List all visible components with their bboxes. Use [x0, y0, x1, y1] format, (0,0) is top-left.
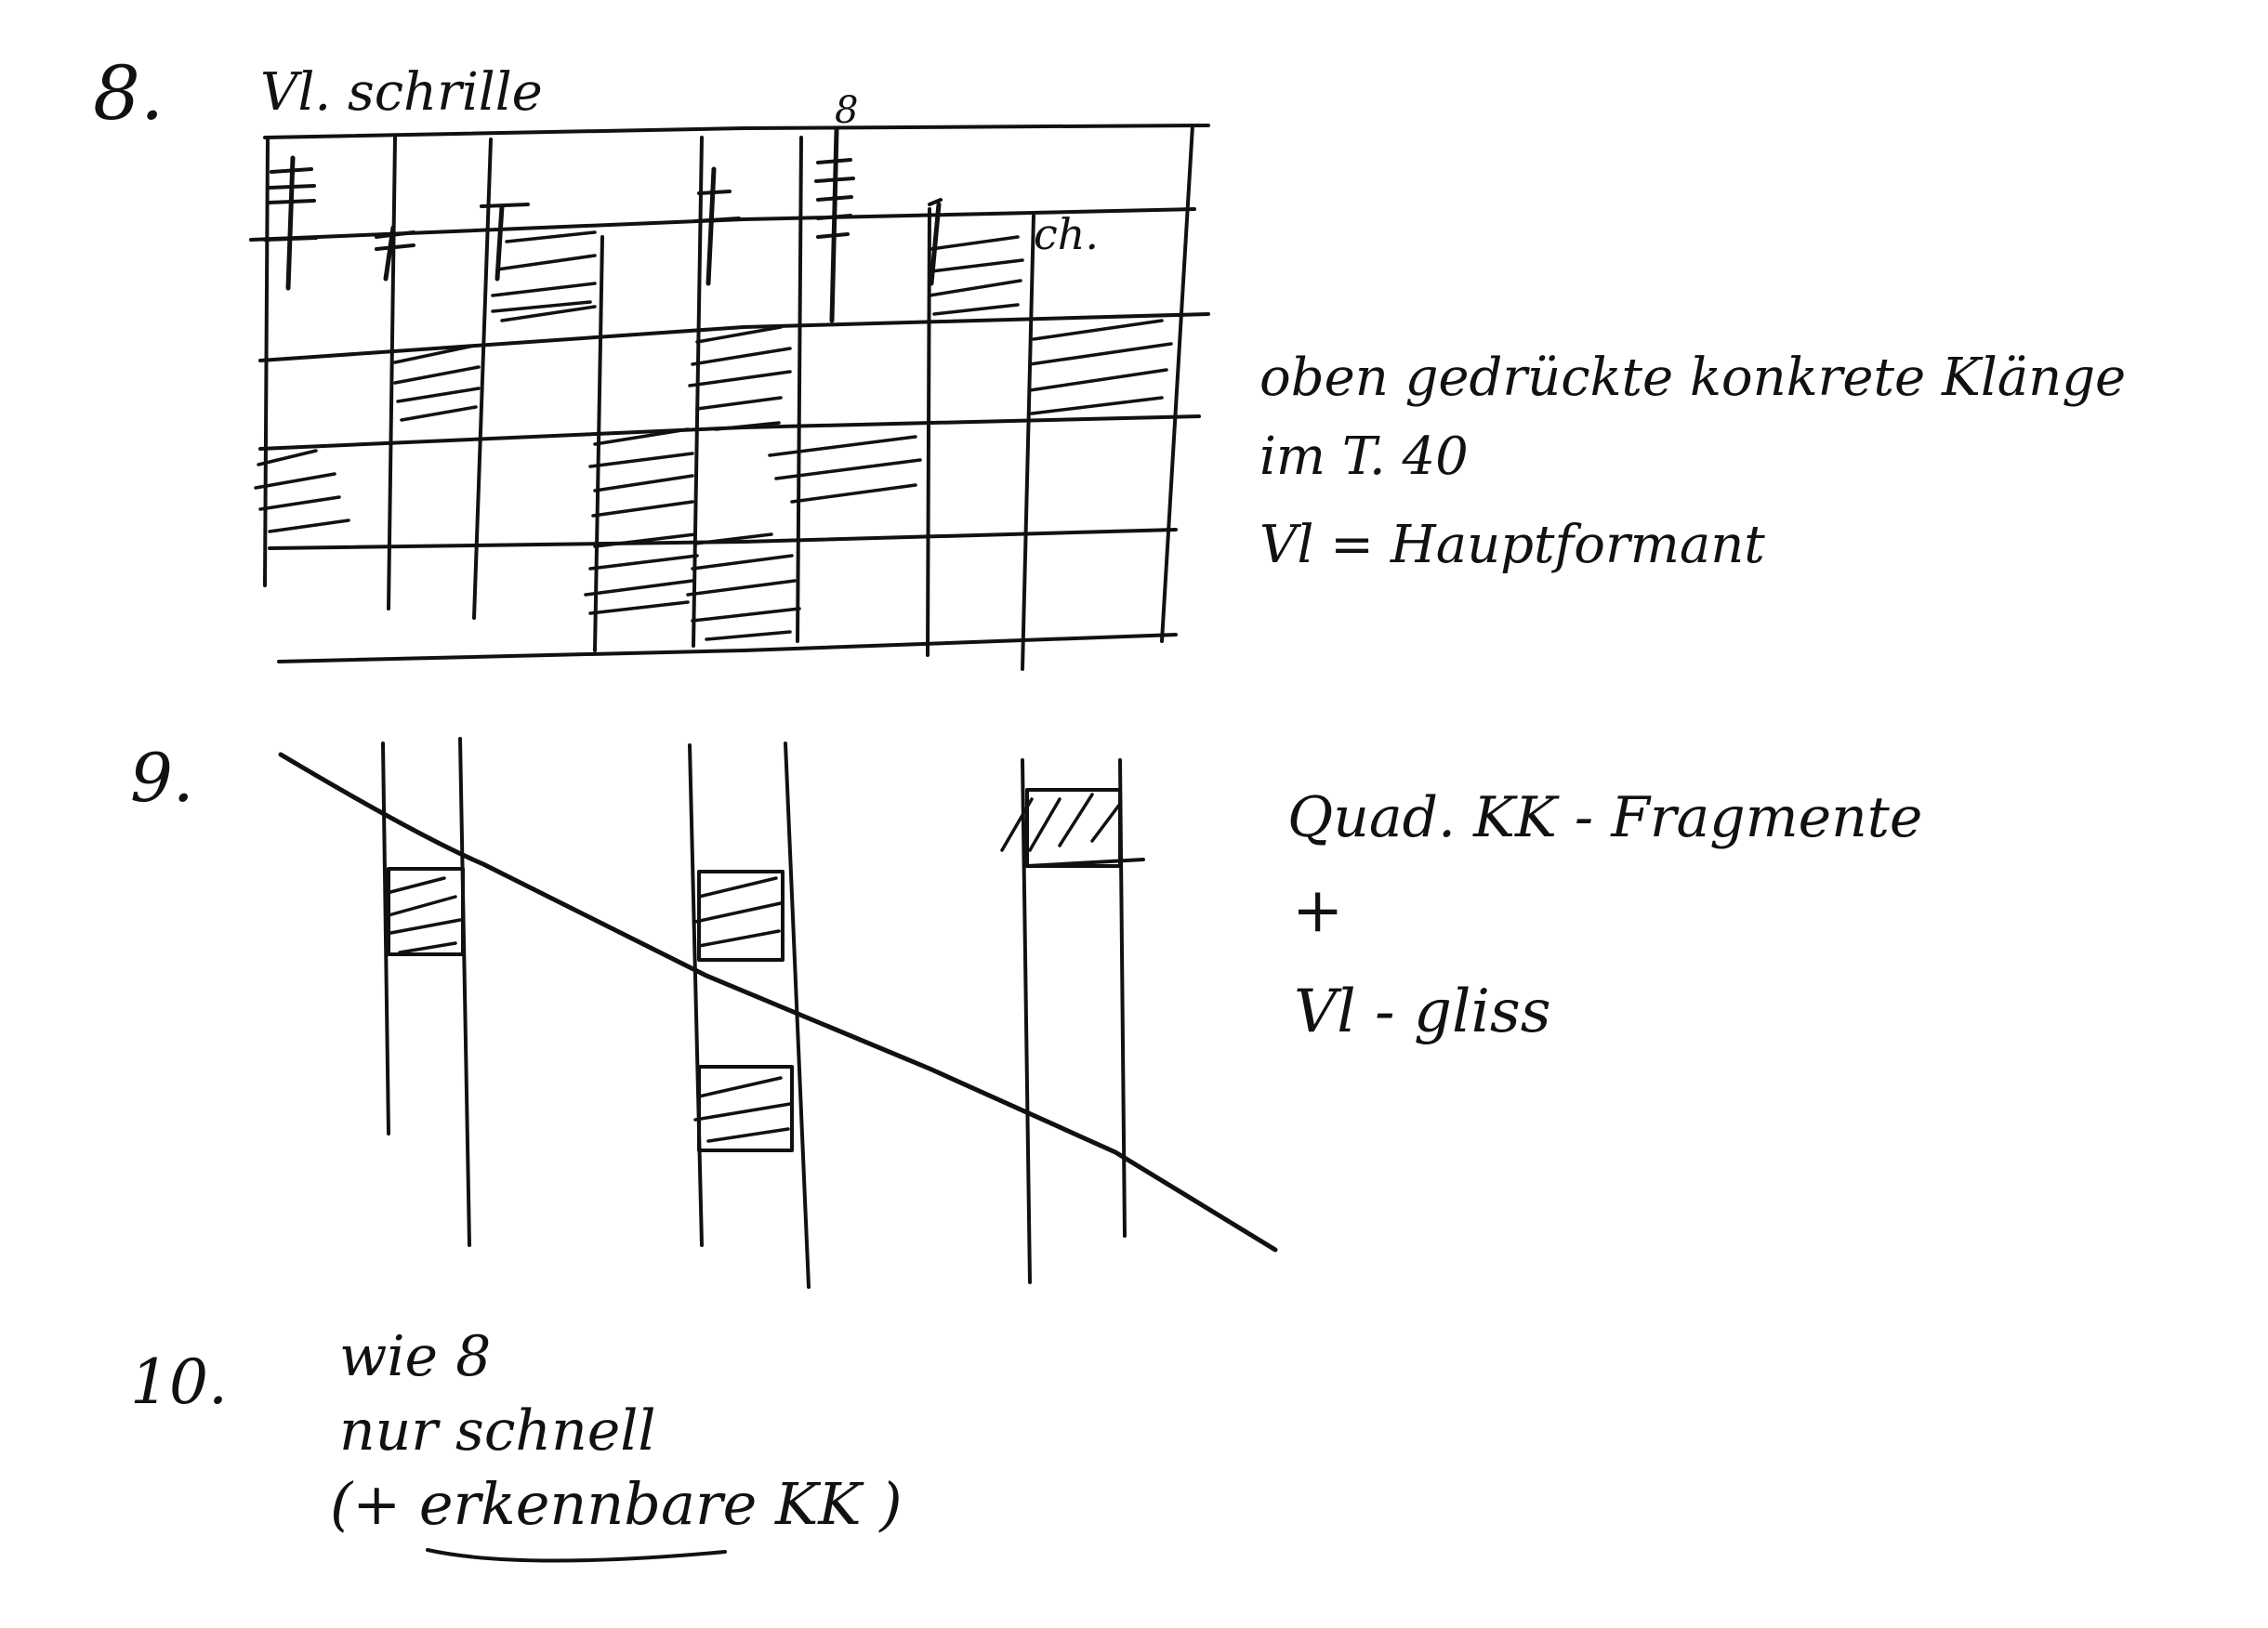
hatched-cell [393, 344, 481, 422]
hatched-cell [768, 435, 922, 504]
section-8-grid [249, 124, 1210, 671]
grid-line-v [263, 136, 270, 587]
note-label: ch. [1034, 209, 1099, 259]
hatched-cell [928, 235, 1024, 316]
section-10-line-3: (+ erkennbare KK ) [330, 1470, 903, 1538]
section-8-annotation-1: oben gedrückte konkrete Klänge [1259, 348, 2126, 408]
hatched-cell [491, 230, 597, 322]
section-10-line-2: nur schnell [339, 1398, 656, 1464]
hatched-cell [584, 532, 699, 615]
grid-line-v [926, 207, 931, 657]
grid-line-h [263, 124, 1210, 139]
note-stem [705, 166, 717, 286]
section-9-annotation-3: Vl - gliss [1294, 978, 1551, 1046]
section-10-line-1: wie 8 [339, 1324, 491, 1389]
vertical-line [381, 742, 390, 1136]
hatched-cell [588, 427, 694, 518]
vertical-line [458, 737, 471, 1247]
fragment-box [387, 867, 465, 956]
fragment-box [697, 1065, 794, 1152]
section-8-title: Vl. schrille [260, 62, 543, 123]
hatched-cell [254, 449, 350, 533]
section-8-annotation-2: im T. 40 [1259, 427, 1469, 487]
section-9-annotation-2: + [1292, 874, 1343, 946]
grid-line-v [1160, 124, 1194, 643]
note-stems [263, 127, 943, 323]
section-8-annotation-3: Vl = Hauptformant [1259, 515, 1765, 575]
grid-line-h [258, 312, 1210, 362]
hatched-cell [688, 325, 792, 431]
grid-line-h [268, 528, 1178, 550]
glissando-line [278, 752, 1278, 1253]
vertical-line [784, 742, 811, 1289]
grid-line-v [1021, 214, 1035, 671]
section-10-number: 10. [130, 1346, 228, 1418]
section-9-number: 9. [130, 739, 194, 817]
note-stem [494, 204, 505, 282]
grid-top-mark: 8 [835, 89, 858, 132]
vertical-line [688, 743, 704, 1247]
section-9-annotation-1: Quad. KK - Fragmente [1287, 785, 1922, 850]
section-8-number: 8. [93, 50, 164, 137]
fragment-box [697, 870, 785, 962]
vertical-line [1021, 758, 1032, 1284]
fragment-box [1025, 788, 1122, 868]
grid-line-v [387, 136, 397, 610]
hatched-cell [686, 532, 801, 641]
grid-line-v [472, 138, 493, 620]
hatched-cells [254, 230, 1173, 641]
grid-line-h [277, 633, 1178, 663]
section-9-diagram [278, 737, 1278, 1289]
underline [426, 1548, 727, 1563]
hatched-cell [1028, 319, 1173, 415]
note-stem [829, 127, 839, 323]
grid-line-v [796, 136, 803, 643]
note-stem [285, 155, 296, 291]
